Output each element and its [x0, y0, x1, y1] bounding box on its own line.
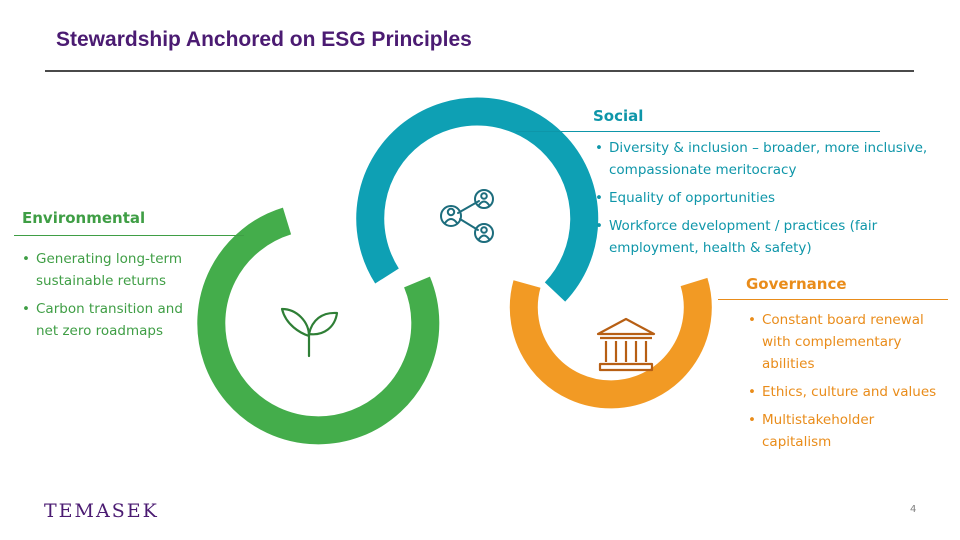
governance-heading: Governance: [746, 275, 847, 293]
environmental-bullets: Generating long-term sustainable returns…: [20, 248, 205, 348]
governance-rule: [718, 299, 948, 300]
governance-bullets: Constant board renewal with complementar…: [746, 309, 946, 459]
governance-bullet: Multistakeholder capitalism: [746, 409, 946, 453]
governance-bullet: Constant board renewal with complementar…: [746, 309, 946, 375]
environmental-bullet: Carbon transition and net zero roadmaps: [20, 298, 205, 342]
governance-ring: [509, 277, 712, 409]
governance-bullet: Ethics, culture and values: [746, 381, 946, 403]
title-rule: [45, 70, 914, 72]
social-rule: [516, 131, 880, 132]
environmental-heading: Environmental: [22, 209, 146, 227]
social-bullet: Workforce development / practices (fair …: [593, 215, 938, 259]
social-bullets: Diversity & inclusion – broader, more in…: [593, 137, 938, 265]
slide-title: Stewardship Anchored on ESG Principles: [56, 28, 472, 51]
social-bullet: Equality of opportunities: [593, 187, 938, 209]
people-network-icon: [440, 189, 494, 243]
environmental-rule: [14, 235, 244, 236]
environmental-ring: [197, 207, 440, 445]
institution-building-icon: [596, 317, 656, 372]
social-heading: Social: [593, 107, 644, 125]
social-bullet: Diversity & inclusion – broader, more in…: [593, 137, 938, 181]
social-ring: [356, 97, 599, 302]
sprout-icon: [280, 307, 339, 358]
page-number: 4: [910, 504, 917, 515]
temasek-logo: TEMASEK: [44, 500, 159, 522]
environmental-bullet: Generating long-term sustainable returns: [20, 248, 205, 292]
